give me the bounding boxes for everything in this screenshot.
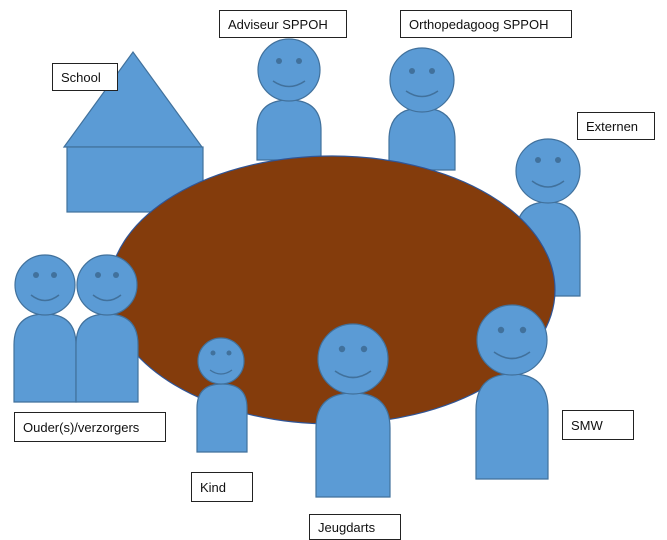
label-adviseur: Adviseur SPPOH [219, 10, 347, 38]
label-orthopedagoog: Orthopedagoog SPPOH [400, 10, 572, 38]
label-smw: SMW [562, 410, 634, 440]
label-externen: Externen [577, 112, 655, 140]
label-ouders: Ouder(s)/verzorgers [14, 412, 166, 442]
house-icon [62, 50, 204, 213]
person-ouder-1 [13, 254, 77, 403]
label-kind: Kind [191, 472, 253, 502]
label-school: School [52, 63, 118, 91]
label-jeugdarts: Jeugdarts [309, 514, 401, 540]
person-ouder-2 [75, 254, 139, 403]
person-kind [196, 337, 248, 453]
person-jeugdarts [315, 323, 391, 498]
person-smw [475, 304, 549, 480]
person-adviseur [256, 38, 322, 161]
person-orthopedagoog [388, 47, 456, 171]
